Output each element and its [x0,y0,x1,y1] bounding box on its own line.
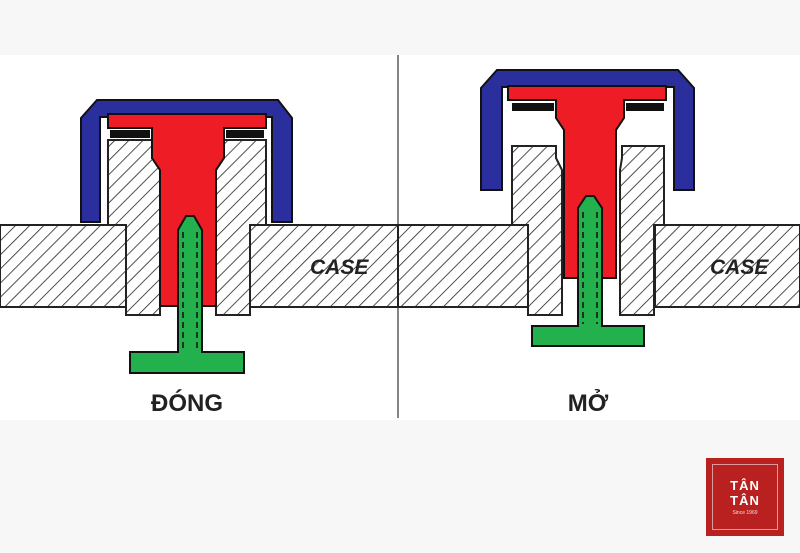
seal-strip [226,130,264,138]
pin [531,195,645,347]
state-label-closed: ĐÓNG [151,389,223,417]
brand-line2: TÂN [730,492,760,508]
brand-logo: TÂN TÂN Since 1969 [706,458,784,536]
case-plate-right-left [397,224,529,308]
cap [80,99,293,223]
logo-frame [712,464,778,530]
pin [129,215,245,374]
valve-body [107,113,267,307]
case-label: CASE [310,256,369,279]
case-plate-left [0,224,127,308]
sleeve-right [619,145,665,316]
seal-strip [512,103,554,111]
seal-strip [626,103,664,111]
case-plate-right [654,224,800,308]
case-label: CASE [710,256,769,279]
seal-strip [110,130,150,138]
cap [480,69,695,191]
sleeve-left [511,145,563,316]
closed-valve: CASE ĐÓNG [0,99,399,417]
state-label-open: MỞ [568,388,609,417]
open-valve: CASE MỞ [397,69,800,417]
valve-body [507,85,667,279]
brand-line1: TÂN [730,477,760,493]
brand-tagline: Since 1969 [732,509,758,516]
